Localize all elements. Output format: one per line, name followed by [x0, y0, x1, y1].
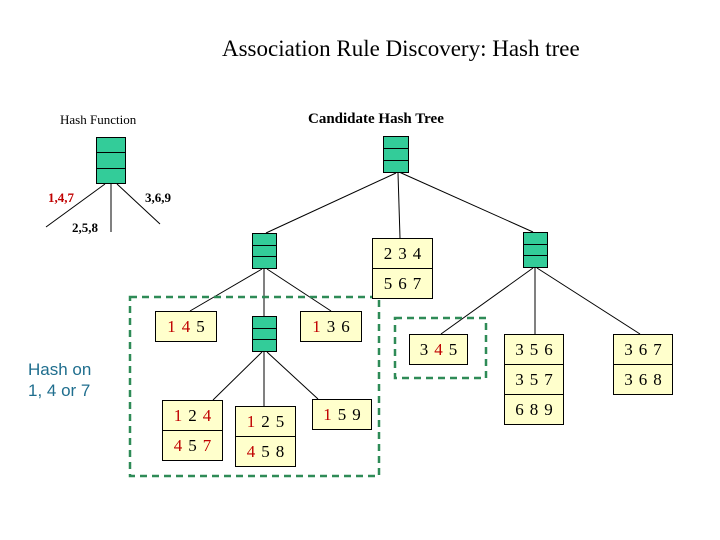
node-bucket-cell — [253, 327, 276, 340]
node-bucket-cell — [524, 243, 547, 256]
node-bucket-cell — [384, 148, 408, 160]
itemset-digit: 3 — [515, 370, 524, 389]
itemset-digit: 4 — [202, 406, 212, 425]
itemset-digit: 4 — [412, 244, 422, 263]
page-title: Association Rule Discovery: Hash tree — [222, 36, 580, 61]
itemset-digit: 5 — [196, 317, 205, 336]
itemset-digit: 1 — [173, 406, 183, 425]
itemset-digit: 1 — [246, 412, 256, 431]
itemset-digit: 6 — [341, 317, 350, 336]
itemset-digit: 9 — [544, 400, 553, 419]
itemset-digit: 4 — [181, 317, 191, 336]
itemset-digit: 5 — [448, 340, 458, 359]
itemset-digit: 8 — [275, 442, 285, 461]
node-bucket-cell — [97, 138, 125, 152]
node-bucket-cell — [97, 152, 125, 167]
hash-function-label: Hash Function — [60, 112, 137, 127]
node-bucket-cell — [253, 256, 276, 268]
itemset-digit: 5 — [275, 412, 285, 431]
itemset-digit: 2 — [188, 406, 197, 425]
itemset-digit: 6 — [544, 340, 553, 359]
itemset-digit: 8 — [653, 370, 662, 389]
node-bucket-cell — [384, 160, 408, 172]
hash-on-note-line1: Hash on — [28, 360, 92, 379]
itemset-digit: 3 — [624, 370, 633, 389]
node-bucket-cell — [384, 137, 408, 148]
node-bucket-cell — [524, 233, 547, 244]
candidate-hash-tree-label: Candidate Hash Tree — [308, 111, 444, 127]
hash-on-note: Hash on 1, 4 or 7 — [28, 359, 91, 401]
itemset-digit: 3 — [624, 340, 633, 359]
itemset-digit: 4 — [246, 442, 256, 461]
tree-right-node — [523, 232, 548, 268]
itemset-digit: 2 — [261, 412, 270, 431]
itemset-digit: 5 — [529, 370, 539, 389]
node-bucket-cell — [253, 317, 276, 328]
itemset-digit: 3 — [515, 340, 524, 359]
itemset-digit: 8 — [529, 400, 539, 419]
itemset-digit: 5 — [383, 274, 393, 293]
itemset-digit: 7 — [202, 436, 212, 455]
node-bucket-cell — [524, 255, 547, 267]
itemset-digit: 3 — [398, 244, 407, 263]
node-bucket-cell — [253, 339, 276, 351]
node-bucket-cell — [253, 244, 276, 257]
itemset-digit: 6 — [638, 370, 648, 389]
tree-mid-node — [252, 316, 277, 352]
itemset-digit: 1 — [323, 405, 332, 424]
itemset-digit: 7 — [544, 370, 553, 389]
tree-left-node — [252, 233, 277, 269]
itemset-digit: 6 — [638, 340, 648, 359]
itemset-digit: 6 — [515, 400, 524, 419]
itemset-digit: 9 — [352, 405, 361, 424]
itemset-digit: 5 — [529, 340, 539, 359]
itemset-digit: 3 — [326, 317, 336, 336]
itemset-digit: 1 — [312, 317, 321, 336]
itemset-digit: 1 — [167, 317, 176, 336]
hash-function-node — [96, 137, 126, 184]
node-bucket-cell — [253, 234, 276, 245]
hash-on-note-line2: 1, 4 or 7 — [28, 381, 91, 400]
itemset-digit: 2 — [383, 244, 393, 263]
itemset-digit: 5 — [188, 436, 197, 455]
itemset-digit: 5 — [261, 442, 270, 461]
node-bucket-cell — [97, 167, 125, 183]
itemset-digit: 5 — [337, 405, 347, 424]
itemset-digit: 7 — [412, 274, 422, 293]
itemset-digit: 7 — [653, 340, 662, 359]
tree-root-node — [383, 136, 409, 173]
itemset-digit: 6 — [398, 274, 407, 293]
itemset-digit: 4 — [173, 436, 183, 455]
itemset-digit: 3 — [419, 340, 429, 359]
itemset-digit: 4 — [434, 340, 443, 359]
